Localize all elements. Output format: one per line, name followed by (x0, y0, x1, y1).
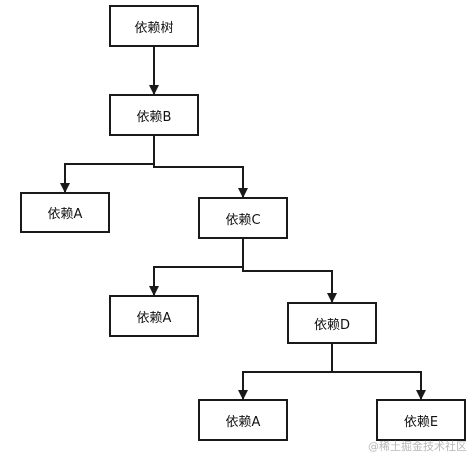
watermark-text: @稀土掘金技术社区 (368, 440, 467, 453)
node-c: 依赖C (198, 197, 288, 239)
node-a3: 依赖A (198, 399, 288, 441)
node-root: 依赖树 (109, 5, 199, 47)
edge-b-to-a1 (60, 136, 155, 193)
node-a2: 依赖A (109, 295, 199, 337)
edge-b-to-c (153, 136, 248, 198)
node-e: 依赖E (376, 399, 466, 441)
node-b: 依赖B (109, 94, 199, 136)
node-a1: 依赖A (20, 192, 110, 233)
edge-d-to-e (331, 344, 426, 400)
edge-c-to-d (242, 239, 337, 303)
edge-d-to-a3 (238, 344, 333, 400)
node-d: 依赖D (287, 302, 377, 344)
edge-c-to-a2 (149, 239, 244, 296)
